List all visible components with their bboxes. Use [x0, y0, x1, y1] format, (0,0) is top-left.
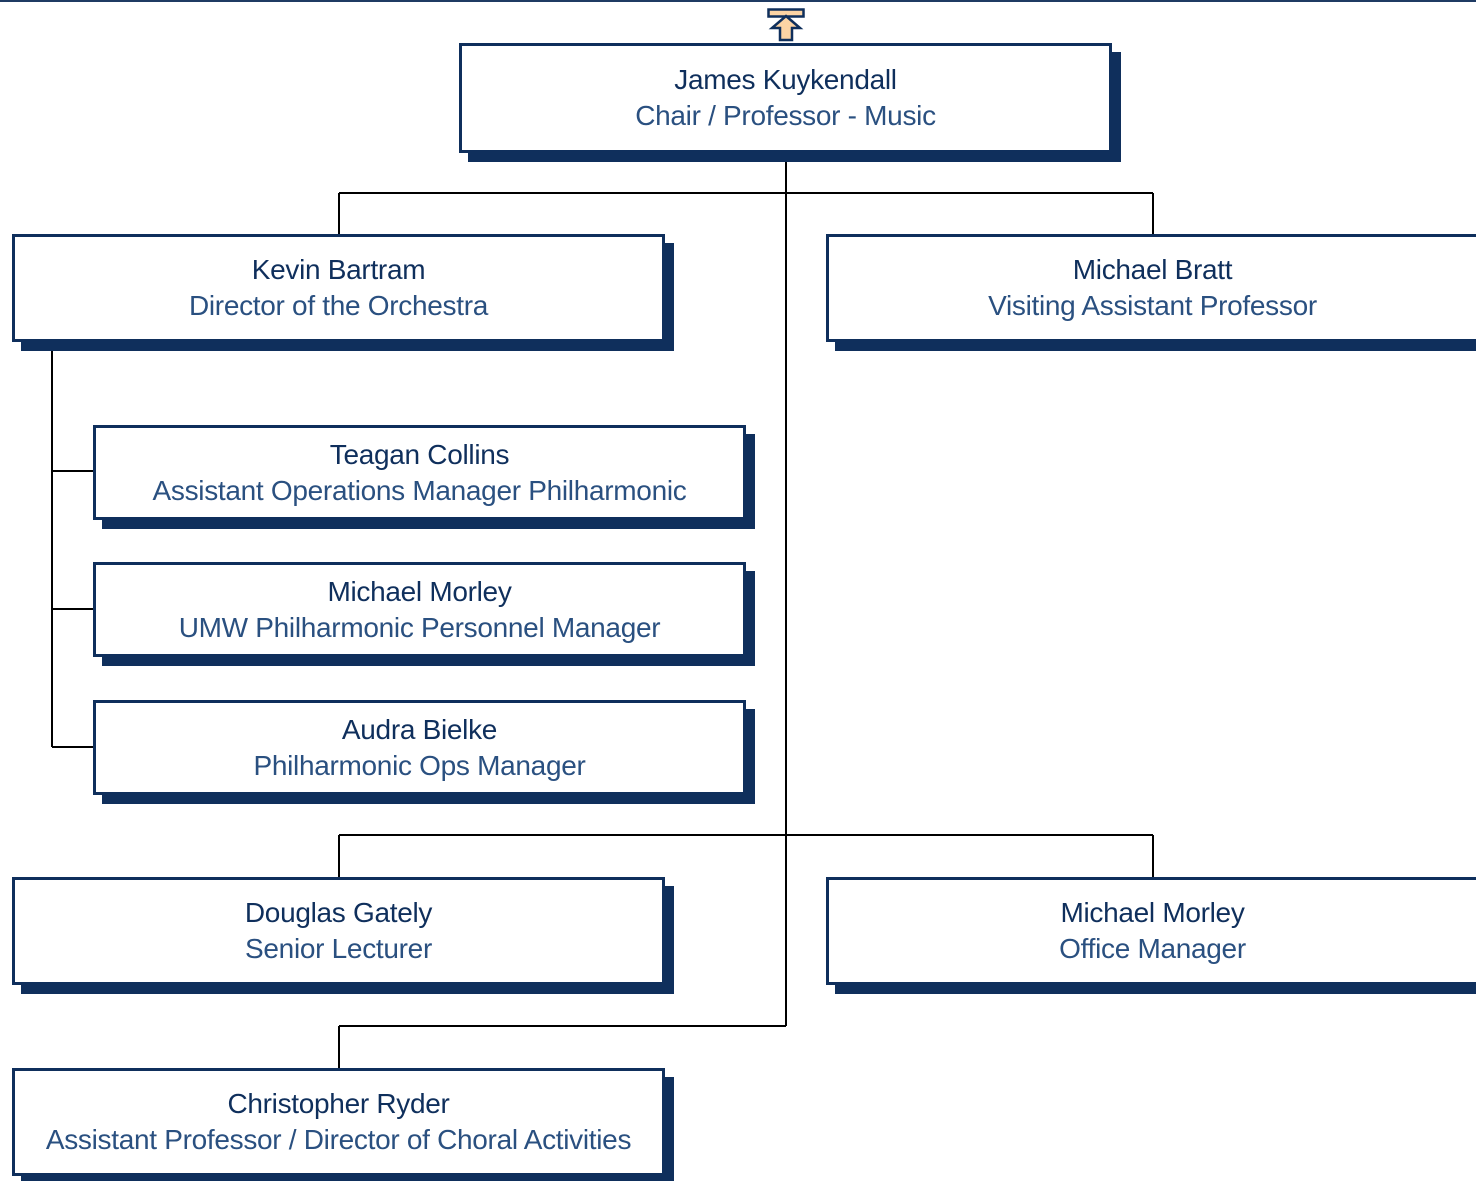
node-name: Douglas Gately — [244, 897, 433, 928]
node-title: Chair / Professor - Music — [635, 100, 936, 131]
node-title: Director of the Orchestra — [188, 290, 489, 321]
node-teagan-collins[interactable]: Teagan Collins Assistant Operations Mana… — [93, 425, 746, 520]
node-name: Michael Morley — [327, 576, 512, 607]
node-name: Teagan Collins — [329, 439, 510, 470]
node-douglas-gately[interactable]: Douglas Gately Senior Lecturer — [12, 877, 665, 985]
node-title: Assistant Operations Manager Philharmoni… — [152, 475, 687, 506]
node-title: Visiting Assistant Professor — [988, 290, 1317, 321]
node-michael-morley-philharmonic[interactable]: Michael Morley UMW Philharmonic Personne… — [93, 562, 746, 657]
node-name: Kevin Bartram — [251, 254, 426, 285]
node-title: UMW Philharmonic Personnel Manager — [178, 612, 661, 643]
node-name: Christopher Ryder — [227, 1088, 450, 1119]
node-james-kuykendall[interactable]: James Kuykendall Chair / Professor - Mus… — [459, 43, 1112, 153]
node-name: Michael Bratt — [1072, 254, 1233, 285]
node-title: Philharmonic Ops Manager — [253, 750, 586, 781]
node-christopher-ryder[interactable]: Christopher Ryder Assistant Professor / … — [12, 1068, 665, 1176]
top-rule — [0, 0, 1476, 2]
node-kevin-bartram[interactable]: Kevin Bartram Director of the Orchestra — [12, 234, 665, 342]
node-name: Michael Morley — [1060, 897, 1245, 928]
node-michael-morley-office[interactable]: Michael Morley Office Manager — [826, 877, 1476, 985]
up-arrow-icon[interactable] — [767, 8, 805, 42]
node-name: Audra Bielke — [341, 714, 498, 745]
node-title: Senior Lecturer — [245, 933, 432, 964]
node-audra-bielke[interactable]: Audra Bielke Philharmonic Ops Manager — [93, 700, 746, 795]
node-title: Assistant Professor / Director of Choral… — [45, 1124, 632, 1155]
node-name: James Kuykendall — [674, 64, 897, 95]
node-title: Office Manager — [1059, 933, 1246, 964]
node-michael-bratt[interactable]: Michael Bratt Visiting Assistant Profess… — [826, 234, 1476, 342]
